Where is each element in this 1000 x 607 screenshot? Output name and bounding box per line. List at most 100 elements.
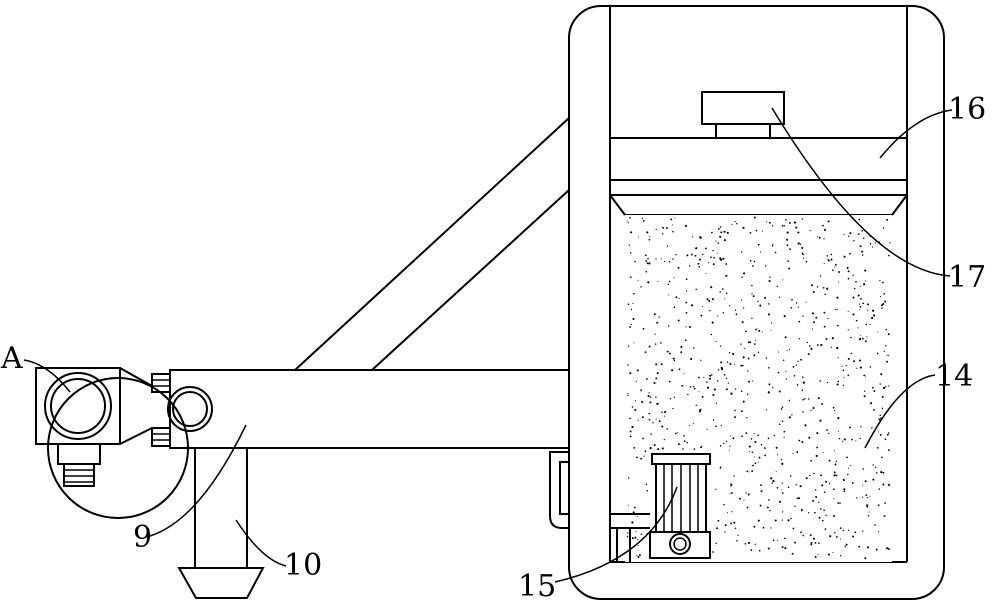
stipple-dot <box>805 260 808 263</box>
stipple-dot <box>770 477 773 480</box>
stipple-dot <box>834 409 836 412</box>
stipple-dot <box>767 391 770 394</box>
stipple-dot <box>847 473 849 476</box>
stipple-dot <box>783 225 786 227</box>
stipple-dot <box>674 217 676 219</box>
stipple-dot <box>746 417 748 419</box>
stipple-dot <box>723 230 726 233</box>
stipple-dot <box>629 252 632 254</box>
stipple-dot <box>641 217 644 219</box>
stipple-dot <box>859 366 862 369</box>
stipple-dot <box>887 354 889 357</box>
stipple-dot <box>734 309 737 311</box>
stipple-dot <box>730 485 732 487</box>
stipple-dot <box>854 531 857 534</box>
stipple-dot <box>631 537 634 540</box>
stipple-dot <box>846 456 848 459</box>
stipple-dot <box>756 328 758 330</box>
stipple-dot <box>750 438 753 440</box>
stipple-dot <box>752 265 754 267</box>
stipple-dot <box>728 352 731 354</box>
pump-housing <box>649 531 711 559</box>
stipple-dot <box>887 548 890 550</box>
stipple-dot <box>789 475 792 477</box>
stipple-dot <box>725 377 728 380</box>
stipple-dot <box>751 451 754 454</box>
stipple-dot <box>884 300 887 303</box>
stipple-dot <box>775 446 778 449</box>
stipple-dot <box>673 306 676 309</box>
stipple-dot <box>733 521 736 524</box>
stipple-dot <box>790 517 792 520</box>
stipple-dot <box>781 546 784 549</box>
stipple-dot <box>852 296 855 299</box>
stipple-dot <box>838 271 840 273</box>
stipple-dot <box>770 322 773 324</box>
stipple-dot <box>853 360 855 363</box>
stipple-dot <box>643 455 645 457</box>
stipple-dot <box>882 483 885 486</box>
stipple-dot <box>811 284 813 287</box>
stipple-dot <box>669 397 672 400</box>
label-17: 17 <box>948 260 986 295</box>
stipple-dot <box>707 262 710 264</box>
stipple-dot <box>859 334 861 336</box>
stipple-dot <box>876 447 879 449</box>
stipple-dot <box>663 415 665 417</box>
stipple-dot <box>719 466 722 469</box>
stipple-dot <box>637 279 639 281</box>
stipple-dot <box>729 362 732 366</box>
stipple-dot <box>847 270 850 273</box>
stipple-dot <box>747 357 750 360</box>
stipple-dot <box>725 292 728 295</box>
stipple-dot <box>869 242 872 245</box>
stipple-dot <box>817 396 820 400</box>
stipple-dot <box>685 326 687 328</box>
stipple-dot <box>743 499 745 501</box>
stipple-dot <box>866 504 868 506</box>
stipple-dot <box>695 247 698 250</box>
stipple-dot <box>781 482 783 484</box>
stipple-dot <box>760 484 762 486</box>
stipple-dot <box>648 238 651 241</box>
stipple-dot <box>875 548 878 551</box>
stipple-dot <box>842 384 845 387</box>
stipple-dot <box>776 285 779 288</box>
stipple-dot <box>852 313 855 316</box>
stipple-dot <box>858 218 861 221</box>
stipple-dot <box>864 280 866 282</box>
stipple-dot <box>882 303 885 305</box>
stipple-dot <box>781 519 783 521</box>
stipple-dot <box>805 301 807 303</box>
stipple-dot <box>774 519 777 522</box>
stipple-dot <box>864 480 867 483</box>
stipple-dot <box>663 411 666 414</box>
stipple-dot <box>853 240 855 242</box>
stipple-dot <box>819 380 822 382</box>
stipple-dot <box>700 314 703 317</box>
stipple-dot <box>767 437 770 440</box>
stipple-dot <box>863 390 866 392</box>
stipple-dot <box>778 296 781 298</box>
stipple-dot <box>847 329 849 331</box>
stipple-dot <box>827 220 830 223</box>
stipple-dot <box>753 260 756 263</box>
stipple-dot <box>847 310 849 312</box>
stipple-dot <box>753 216 756 219</box>
stipple-dot <box>629 435 632 438</box>
stipple-dot <box>749 450 751 453</box>
stipple-dot <box>667 325 670 327</box>
stipple-dot <box>633 292 635 295</box>
stipple-dot <box>630 276 632 278</box>
stipple-dot <box>723 374 726 376</box>
stipple-dot <box>630 231 633 234</box>
stipple-dot <box>855 319 858 322</box>
stipple-dot <box>649 396 652 398</box>
stipple-dot <box>672 407 674 410</box>
stipple-dot <box>627 532 629 534</box>
stipple-dot <box>785 378 788 380</box>
stipple-dot <box>845 543 848 546</box>
stipple-dot <box>885 345 887 347</box>
stipple-dot <box>860 297 862 300</box>
stipple-dot <box>788 348 790 351</box>
